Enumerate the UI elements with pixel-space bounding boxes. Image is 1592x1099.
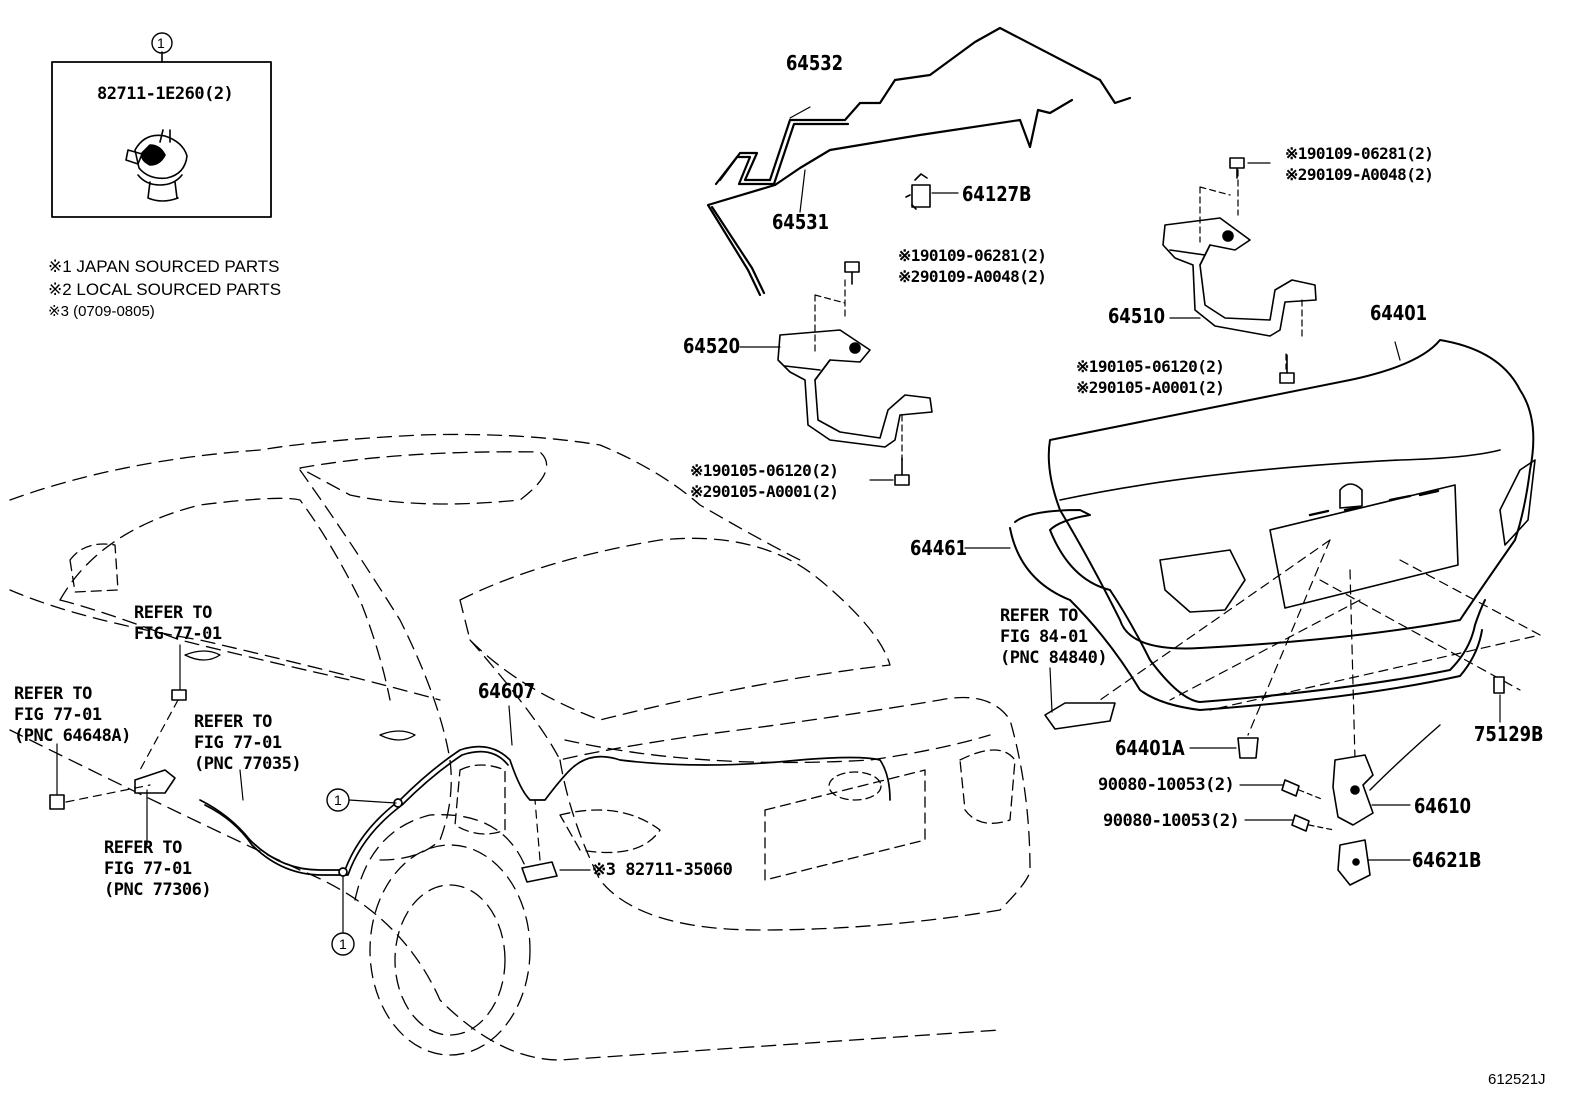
label-64532: 64532: [786, 51, 844, 75]
inset-callout-number: 1: [157, 35, 165, 51]
leader-ref-c: [239, 769, 244, 801]
note-japan: ※1 JAPAN SOURCED PARTS: [48, 257, 280, 276]
label-64607: 64607: [478, 679, 536, 703]
ref-line: (PNC 84840): [1000, 648, 1108, 668]
ref-line: FIG 77-01: [104, 859, 192, 879]
ref-line: REFER TO: [14, 684, 92, 704]
ref-line: REFER TO: [104, 838, 182, 858]
screw-64648A: [49, 743, 151, 810]
refer-to-pnc-84840: REFER TO FIG 84-01 (PNC 84840): [1000, 606, 1108, 669]
cushion-64401A: [1189, 737, 1259, 759]
bolt-pair-right-bottom: ※190105-06120(2) ※290105-A0001(2): [1076, 356, 1225, 398]
ref-line: FIG 77-01: [194, 733, 282, 753]
trunk-lid-64401: [1047, 339, 1536, 650]
ref-line: REFER TO: [194, 712, 272, 732]
bolt-pair-line: ※190109-06281(2): [1285, 144, 1434, 163]
bolt-pair-line: ※190105-06120(2): [690, 461, 839, 480]
ref-line: (PNC 77306): [104, 880, 212, 900]
ref-line: FIG 77-01: [14, 705, 102, 725]
handle-clip: [139, 644, 187, 771]
label-90080-b: 90080-10053(2): [1103, 811, 1240, 831]
bolt-pair-line: ※290105-A0001(2): [690, 482, 839, 501]
bolt-pair-left-top: ※190109-06281(2) ※290109-A0048(2): [898, 245, 1047, 287]
bolt-pair-line: ※290109-A0048(2): [1285, 165, 1434, 184]
label-64461: 64461: [910, 536, 968, 560]
torsion-rod-64532: [714, 26, 1132, 186]
ref-line: REFER TO: [134, 603, 212, 623]
refer-to-pnc-77035: REFER TO FIG 77-01 (PNC 77035): [194, 712, 302, 775]
label-64610: 64610: [1414, 794, 1472, 818]
illustration-id: 612521J: [1488, 1071, 1546, 1088]
ref-line: FIG 84-01: [1000, 627, 1088, 647]
leader-64531: [799, 169, 806, 213]
label-64621B: 64621B: [1412, 848, 1482, 872]
label-64531: 64531: [772, 210, 830, 234]
cushion-75129B: [1493, 676, 1505, 723]
label-64401A: 64401A: [1115, 736, 1185, 760]
ref-line: (PNC 77035): [194, 754, 302, 774]
ref-line: (PNC 64648A): [14, 726, 131, 746]
bolt-left-bottom: [869, 457, 910, 486]
cover-64621B: [1337, 839, 1411, 886]
label-64520: 64520: [683, 334, 741, 358]
lock-64610: [1332, 724, 1441, 826]
refer-to-fig-77-01-a: REFER TO FIG 77-01: [134, 603, 222, 645]
weatherstrip-64461: [964, 509, 1486, 711]
lid-dashed-guides: [1099, 539, 1541, 761]
label-75129B: 75129B: [1474, 722, 1544, 746]
refer-to-pnc-64648A: REFER TO FIG 77-01 (PNC 64648A): [14, 684, 131, 747]
callout-number-b: 1: [339, 936, 347, 952]
label-90080-a: 90080-10053(2): [1098, 775, 1235, 795]
bolt-pair-left-bottom: ※190105-06120(2) ※290105-A0001(2): [690, 460, 839, 502]
ref-line: REFER TO: [1000, 606, 1078, 626]
label-64510: 64510: [1108, 304, 1166, 328]
release-cable-64607: [199, 705, 891, 877]
hinge-64520: [739, 279, 933, 466]
torsion-rod-64531: [706, 98, 1074, 297]
label-64401: 64401: [1370, 301, 1428, 325]
bolt-90080-a: [1239, 779, 1325, 801]
label-82711-35060: ※3 82711-35060: [592, 860, 733, 880]
bolt-pair-line: ※190105-06120(2): [1076, 357, 1225, 376]
bolt-right-bottom: [1279, 354, 1295, 384]
inset-part-number: 82711-1E260(2): [97, 84, 234, 104]
label-64127B: 64127B: [962, 182, 1032, 206]
opener-lever: [134, 769, 176, 846]
note-date-range: ※3 (0709-0805): [48, 303, 155, 320]
callout-leader-a: [348, 799, 397, 804]
sedan-body: [9, 433, 1031, 1061]
bolt-90080-b: [1244, 814, 1335, 832]
bolt-pair-right-top: ※190109-06281(2) ※290109-A0048(2): [1285, 143, 1434, 185]
bolt-pair-line: ※290105-A0001(2): [1076, 378, 1225, 397]
hinge-64510: [1162, 169, 1317, 370]
ref-line: FIG 77-01: [134, 624, 222, 644]
bolt-pair-line: ※290109-A0048(2): [898, 267, 1047, 286]
refer-to-pnc-77306: REFER TO FIG 77-01 (PNC 77306): [104, 838, 212, 901]
clip-icon: [125, 129, 188, 202]
striker-84840: [1044, 667, 1116, 730]
bolt-left-top: [844, 261, 860, 285]
bolt-pair-line: ※190109-06281(2): [898, 246, 1047, 265]
clamp-82711: [521, 799, 591, 883]
callout-number-a: 1: [334, 792, 342, 808]
inset-callout-circle: [151, 32, 173, 54]
note-local: ※2 LOCAL SOURCED PARTS: [48, 280, 282, 299]
leader-64532: [789, 106, 811, 119]
bracket-64127B: [905, 173, 959, 210]
bolt-right-top: [1229, 157, 1271, 179]
